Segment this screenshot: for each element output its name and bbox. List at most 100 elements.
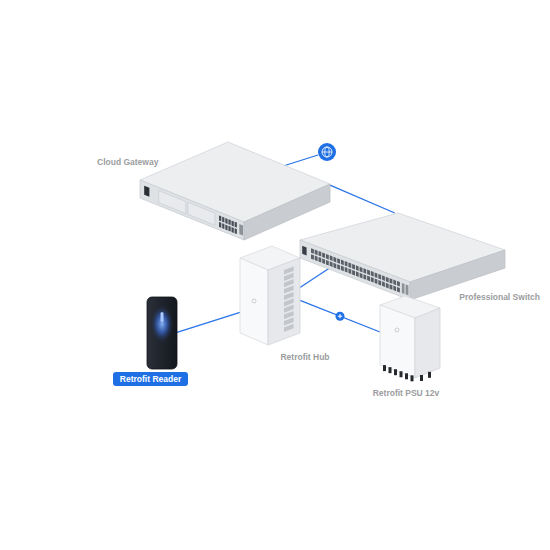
gateway-port bbox=[222, 217, 224, 223]
gateway-port bbox=[225, 218, 227, 224]
device-label: Retrofit Hub bbox=[280, 352, 329, 362]
switch-port bbox=[319, 257, 322, 263]
reader-illustration bbox=[147, 297, 177, 369]
switch-port bbox=[311, 254, 314, 260]
psu-pin bbox=[420, 375, 423, 381]
network-link bbox=[300, 268, 330, 288]
hub-terminal bbox=[284, 292, 294, 300]
switch-port bbox=[330, 261, 333, 267]
switch-port bbox=[371, 271, 374, 277]
switch-port bbox=[345, 267, 348, 273]
switch-port bbox=[315, 256, 318, 262]
switch-port bbox=[393, 286, 396, 292]
switch-port bbox=[315, 250, 318, 256]
psu-pin bbox=[400, 371, 403, 377]
gateway-port bbox=[219, 215, 221, 221]
switch-port bbox=[337, 258, 340, 264]
device-node: Retrofit PSU 12v bbox=[380, 296, 440, 386]
device-node: Professional Switch bbox=[330, 213, 505, 300]
device-node: Cloud Gateway bbox=[140, 140, 330, 238]
switch-port bbox=[352, 270, 355, 276]
network-link bbox=[177, 312, 240, 332]
gateway-port bbox=[232, 221, 234, 227]
switch-port bbox=[378, 274, 381, 280]
switch-port bbox=[330, 255, 333, 261]
switch-port bbox=[402, 283, 405, 294]
switch-port bbox=[311, 248, 314, 254]
reader-glow bbox=[150, 304, 174, 344]
switch-port bbox=[333, 257, 336, 263]
gateway-port bbox=[225, 224, 227, 230]
switch-port bbox=[302, 246, 306, 256]
switch-illustration bbox=[300, 213, 505, 300]
switch-port bbox=[371, 277, 374, 283]
switch-port bbox=[360, 273, 363, 279]
psu-pin bbox=[411, 375, 414, 381]
psu-illustration bbox=[380, 296, 440, 381]
gateway-port bbox=[159, 191, 186, 214]
hub-terminal bbox=[284, 311, 294, 319]
device-badge: Retrofit Reader bbox=[113, 372, 188, 386]
switch-port bbox=[375, 273, 378, 279]
switch-port bbox=[337, 264, 340, 270]
network-link bbox=[330, 185, 395, 213]
switch-port bbox=[367, 276, 370, 282]
gateway-port bbox=[235, 222, 237, 228]
switch-port bbox=[393, 280, 396, 286]
psu-front bbox=[380, 305, 415, 378]
switch-port bbox=[333, 263, 336, 269]
device-label: Retrofit PSU 12v bbox=[373, 388, 440, 398]
psu-pin bbox=[428, 372, 431, 378]
psu-pin bbox=[405, 373, 408, 379]
switch-port bbox=[322, 253, 325, 259]
reader-led bbox=[161, 312, 164, 322]
gateway-port bbox=[228, 226, 230, 232]
device-node: Retrofit Hub bbox=[240, 246, 300, 345]
psu-pin bbox=[389, 367, 392, 373]
psu-pin bbox=[394, 369, 397, 375]
switch-port bbox=[382, 281, 385, 287]
globe-outline bbox=[322, 147, 332, 157]
switch-port bbox=[348, 263, 351, 269]
dot-disc bbox=[336, 312, 345, 321]
switch-port bbox=[341, 266, 344, 272]
power-join-dot bbox=[336, 312, 345, 321]
switch-port bbox=[326, 260, 329, 266]
switch-port bbox=[378, 280, 381, 286]
gateway-port bbox=[222, 223, 224, 229]
switch-port bbox=[390, 278, 393, 284]
switch-port bbox=[363, 268, 366, 274]
gateway-illustration bbox=[140, 142, 330, 240]
switch-port bbox=[390, 284, 393, 290]
switch-port bbox=[326, 254, 329, 260]
globe-icon bbox=[318, 143, 336, 161]
gateway-side bbox=[244, 184, 330, 240]
switch-port bbox=[322, 259, 325, 265]
gateway-front bbox=[140, 180, 244, 240]
switch-port bbox=[397, 287, 400, 293]
switch-port bbox=[348, 269, 351, 275]
switch-port bbox=[360, 267, 363, 273]
hub-side bbox=[268, 258, 300, 345]
switch-port bbox=[352, 264, 355, 270]
switch-port bbox=[363, 274, 366, 280]
reader-body bbox=[147, 297, 177, 369]
psu-logo bbox=[395, 328, 399, 332]
switch-port bbox=[397, 281, 400, 287]
switch-port bbox=[345, 261, 348, 267]
hub-terminal bbox=[284, 324, 294, 332]
switch-port bbox=[382, 275, 385, 281]
switch-port bbox=[356, 265, 359, 271]
gateway-port bbox=[232, 227, 234, 233]
globe-disc bbox=[318, 143, 336, 161]
network-link bbox=[300, 300, 380, 332]
device-label: Cloud Gateway bbox=[97, 157, 158, 167]
gateway-port bbox=[235, 228, 237, 234]
switch-port bbox=[319, 251, 322, 257]
psu-pin bbox=[383, 365, 386, 371]
switch-port bbox=[341, 260, 344, 266]
hub-terminal bbox=[284, 317, 294, 325]
